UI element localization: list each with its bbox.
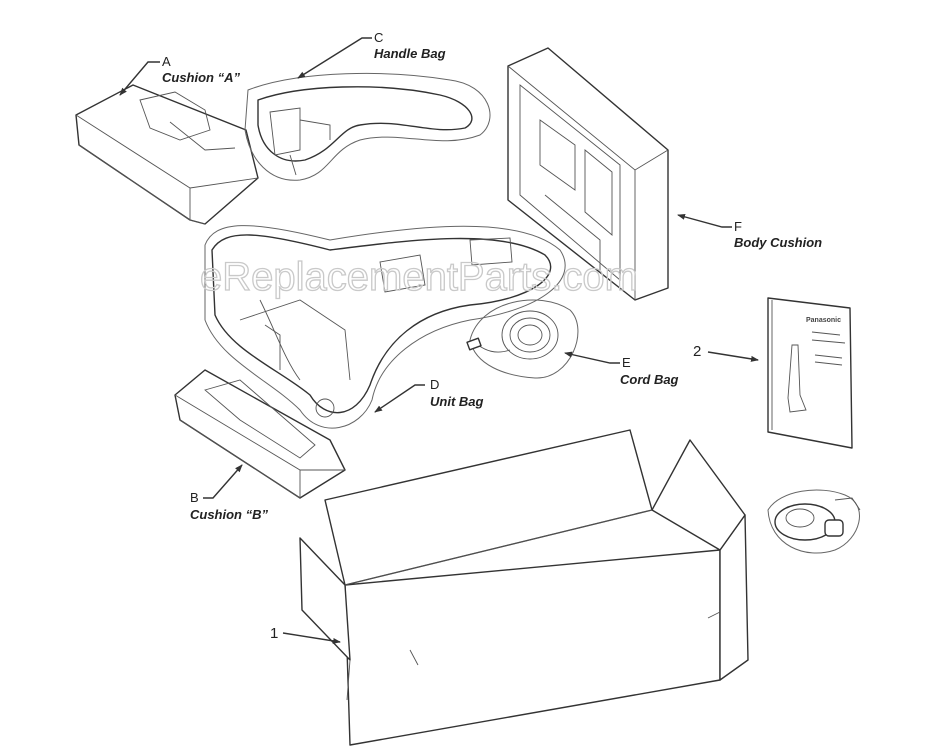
callout-d-leader bbox=[374, 384, 425, 413]
callout-a-label: Cushion “A” bbox=[162, 70, 240, 85]
instruction-manual-part: Panasonic bbox=[767, 297, 853, 449]
carton-box-part bbox=[299, 429, 749, 746]
callout-b-leader bbox=[203, 464, 243, 499]
watermark-text: eReplacementParts.com bbox=[200, 255, 638, 299]
callout-f-letter: F bbox=[734, 219, 742, 234]
callout-a-leader bbox=[119, 61, 160, 96]
callout-1-leader bbox=[282, 632, 341, 644]
callout-a-letter: A bbox=[162, 54, 171, 69]
callout-c-leader bbox=[297, 37, 372, 79]
callout-d-letter: D bbox=[430, 377, 439, 392]
callout-b-label: Cushion “B” bbox=[190, 507, 268, 522]
callout-f-leader bbox=[677, 213, 732, 228]
callout-c-label: Handle Bag bbox=[374, 46, 446, 61]
cord-bag-part bbox=[466, 299, 579, 379]
body-cushion-part bbox=[507, 47, 669, 301]
callout-e-letter: E bbox=[622, 355, 631, 370]
accessory-tool-part bbox=[767, 489, 861, 554]
cushion-b-part bbox=[174, 369, 346, 499]
callout-2-leader bbox=[707, 351, 759, 362]
callout-e-label: Cord Bag bbox=[620, 372, 679, 387]
callout-d-label: Unit Bag bbox=[430, 394, 484, 409]
callout-e-leader bbox=[564, 351, 620, 364]
callout-f-label: Body Cushion bbox=[734, 235, 822, 250]
cushion-a-part bbox=[75, 84, 259, 225]
callout-c-letter: C bbox=[374, 30, 383, 45]
unit-bag-part bbox=[204, 225, 566, 429]
item-2-number: 2 bbox=[693, 343, 701, 360]
handle-bag-part bbox=[244, 72, 491, 181]
manual-brand: Panasonic bbox=[806, 317, 841, 324]
callout-b-letter: B bbox=[190, 490, 199, 505]
item-1-number: 1 bbox=[270, 625, 278, 642]
